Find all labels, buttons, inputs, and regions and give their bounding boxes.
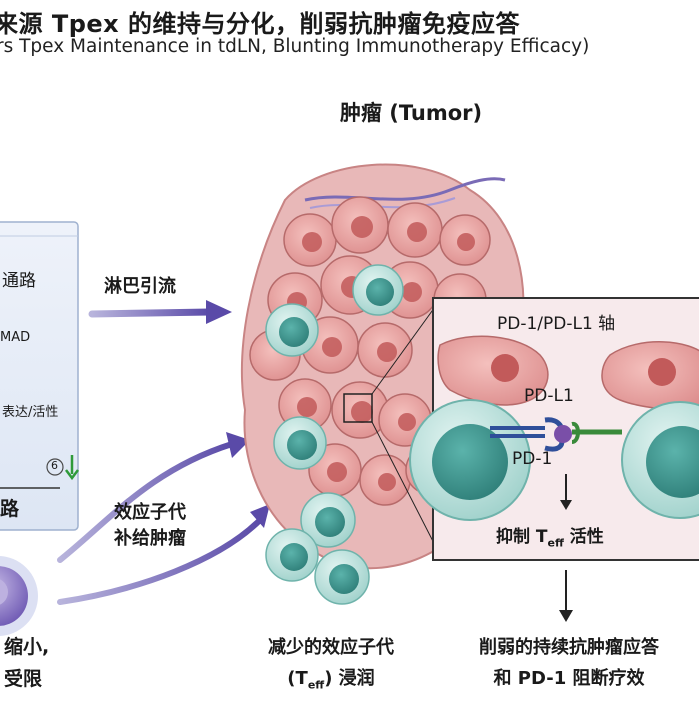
title-english: rs Tpex Maintenance in tdLN, Blunting Im… xyxy=(0,36,590,57)
effector-cells xyxy=(265,492,370,605)
bottom-right-text: 削弱的持续抗肿瘤应答 和 PD-1 阻断疗效 xyxy=(479,637,659,689)
title-chinese: 来源 Tpex 的维持与分化，削弱抗肿瘤免疫应答 xyxy=(0,10,521,38)
left-panel-road: 路 xyxy=(0,498,20,520)
effector-arrow-lower xyxy=(57,504,270,605)
left-panel xyxy=(0,221,79,531)
effector-label-line1: 效应子代 xyxy=(114,502,186,523)
pdl1-label: PD-L1 xyxy=(524,386,574,406)
zoom-title: PD-1/PD-L1 轴 xyxy=(497,314,616,334)
lymph-arrow xyxy=(88,300,232,324)
zoom-panel xyxy=(409,297,699,561)
effector-label-line2: 补给肿瘤 xyxy=(114,528,186,549)
left-panel-mad: MAD xyxy=(0,330,31,345)
pd1-label: PD-1 xyxy=(512,449,553,469)
left-bottom-line1: 缩小, xyxy=(4,636,50,658)
left-panel-circled-number: 6 xyxy=(51,459,58,472)
left-bottom-line2: 受限 xyxy=(4,668,43,690)
inhibit-teff-label: 抑制 Teff 活性 xyxy=(496,527,604,550)
outcome-arrow xyxy=(559,570,573,622)
lymph-drainage-label: 淋巴引流 xyxy=(104,276,176,297)
left-panel-expression: 表达/活性 xyxy=(2,405,59,420)
tumor-label: 肿瘤 (Tumor) xyxy=(340,101,483,125)
effector-arrow-upper xyxy=(57,432,250,563)
left-panel-pathway: 通路 xyxy=(2,271,36,291)
bottom-middle-text: 减少的效应子代 (Teff) 浸润 xyxy=(268,637,394,692)
left-cell xyxy=(0,556,38,636)
